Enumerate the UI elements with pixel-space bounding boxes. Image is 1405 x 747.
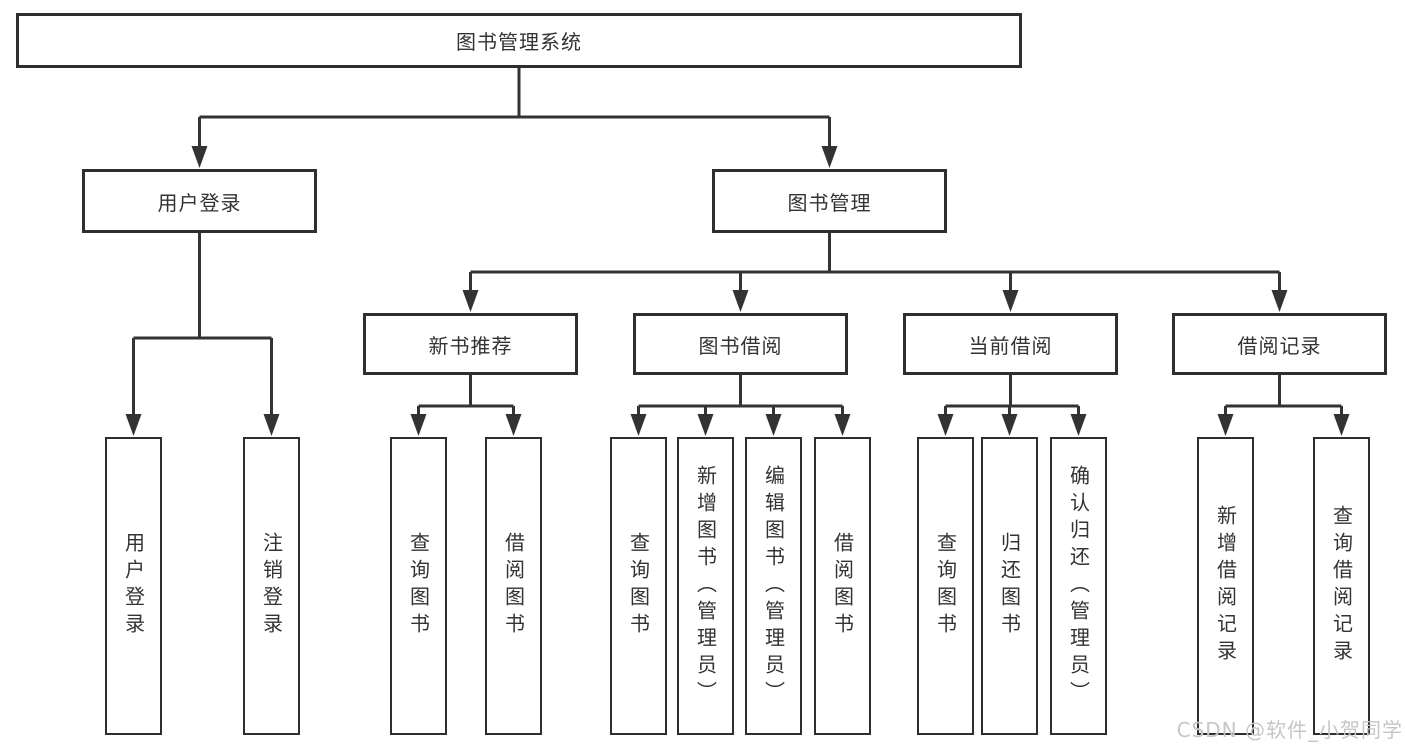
leaf-borrow-book-recommend-label: 借阅图书	[501, 532, 526, 640]
leaf-user-login-label: 用户登录	[121, 532, 146, 640]
leaf-logout: 注销登录	[243, 437, 300, 735]
node-new-book-recommend-label: 新书推荐	[428, 333, 513, 358]
leaf-query-book-recommend: 查询图书	[390, 437, 447, 735]
leaf-query-borrow-record: 查询借阅记录	[1313, 437, 1370, 735]
leaf-confirm-return-admin-label: 确认归还（管理员）	[1066, 464, 1091, 708]
leaf-add-borrow-record-label: 新增借阅记录	[1213, 505, 1238, 667]
leaf-add-borrow-record: 新增借阅记录	[1197, 437, 1254, 735]
csdn-watermark: CSDN @软件_小贺同学	[1176, 718, 1403, 742]
node-book-borrow-label: 图书借阅	[698, 333, 783, 358]
leaf-query-book-borrow: 查询图书	[610, 437, 667, 735]
node-borrow-record-label: 借阅记录	[1237, 333, 1322, 358]
node-book-management-label: 图书管理	[787, 190, 872, 215]
leaf-edit-book-admin-label: 编辑图书（管理员）	[761, 464, 786, 708]
node-current-borrow: 当前借阅	[903, 313, 1118, 375]
leaf-query-book-current-label: 查询图书	[933, 532, 958, 640]
node-root-system: 图书管理系统	[16, 13, 1022, 68]
node-new-book-recommend: 新书推荐	[363, 313, 578, 375]
leaf-query-book-borrow-label: 查询图书	[626, 532, 651, 640]
leaf-query-book-current: 查询图书	[917, 437, 974, 735]
leaf-borrow-book-label: 借阅图书	[830, 532, 855, 640]
node-book-management: 图书管理	[712, 169, 947, 233]
leaf-return-book-label: 归还图书	[997, 532, 1022, 640]
node-current-borrow-label: 当前借阅	[968, 333, 1053, 358]
leaf-add-book-admin: 新增图书（管理员）	[677, 437, 734, 735]
leaf-logout-label: 注销登录	[259, 532, 284, 640]
arrowhead-down-icons	[125, 146, 1350, 436]
leaf-user-login: 用户登录	[105, 437, 162, 735]
node-user-login: 用户登录	[82, 169, 317, 233]
leaf-query-borrow-record-label: 查询借阅记录	[1329, 505, 1354, 667]
leaf-query-book-recommend-label: 查询图书	[406, 532, 431, 640]
leaf-return-book: 归还图书	[981, 437, 1038, 735]
leaf-edit-book-admin: 编辑图书（管理员）	[745, 437, 802, 735]
node-borrow-record: 借阅记录	[1172, 313, 1387, 375]
leaf-add-book-admin-label: 新增图书（管理员）	[693, 464, 718, 708]
leaf-borrow-book: 借阅图书	[814, 437, 871, 735]
node-root-label: 图书管理系统	[456, 30, 582, 54]
node-book-borrow: 图书借阅	[633, 313, 848, 375]
leaf-confirm-return-admin: 确认归还（管理员）	[1050, 437, 1107, 735]
leaf-borrow-book-recommend: 借阅图书	[485, 437, 542, 735]
node-user-login-label: 用户登录	[157, 190, 242, 215]
